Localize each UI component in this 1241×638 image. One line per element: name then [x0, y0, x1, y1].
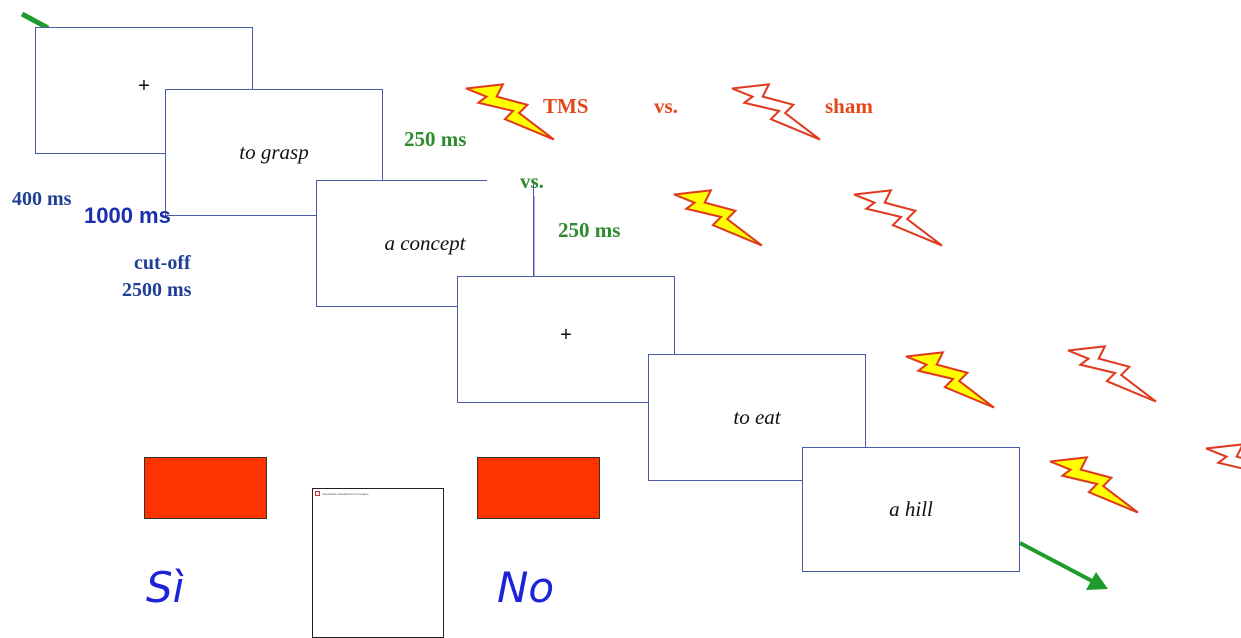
- tms-bolt-icon: [906, 352, 994, 407]
- word-duration-label: 1000 ms: [84, 203, 171, 228]
- yes-response-box: [144, 457, 267, 519]
- no-answer-label: No: [497, 563, 555, 612]
- sham-bolt-icon: [1068, 346, 1156, 401]
- sham-bolt-icon: [854, 190, 942, 245]
- noun-word: a concept: [384, 231, 466, 255]
- end-arrow: [1019, 541, 1108, 590]
- verb-word: to grasp: [239, 140, 309, 164]
- vs-gap: [487, 172, 533, 196]
- pulse-delay-label: 250 ms: [558, 218, 621, 242]
- noun-slide: a hill: [802, 447, 1020, 572]
- vs-middle-label: vs.: [520, 169, 544, 193]
- pulse-delay-label: 250 ms: [404, 127, 467, 151]
- broken-image-icon: [315, 491, 320, 496]
- no-response-box: [477, 457, 600, 519]
- fixation-cross: +: [560, 324, 572, 346]
- tms-bolt-icon: [674, 190, 762, 245]
- missing-image-frame: Impossibile visualizzare l'immagine.: [312, 488, 444, 638]
- tms-label: TMS: [543, 94, 589, 118]
- start-arrow: [20, 11, 50, 31]
- sham-label: sham: [825, 94, 873, 118]
- tms-bolt-icon: [1050, 457, 1138, 512]
- cutoff-label: cut-off: [134, 252, 191, 274]
- legend-vs-label: vs.: [654, 94, 678, 118]
- noun-word: a hill: [889, 497, 933, 521]
- verb-word: to eat: [733, 405, 781, 429]
- fixation-duration-label: 400 ms: [12, 188, 72, 210]
- sham-bolt-icon: [1206, 444, 1241, 499]
- tms-bolt-icon: [466, 84, 554, 139]
- image-placeholder-text: Impossibile visualizzare l'immagine.: [322, 492, 370, 496]
- fixation-cross: +: [138, 75, 150, 97]
- fixation-slide: +: [457, 276, 675, 403]
- cutoff-duration-label: 2500 ms: [122, 279, 192, 301]
- yes-answer-label: Sì: [146, 563, 185, 612]
- sham-bolt-icon: [732, 84, 820, 139]
